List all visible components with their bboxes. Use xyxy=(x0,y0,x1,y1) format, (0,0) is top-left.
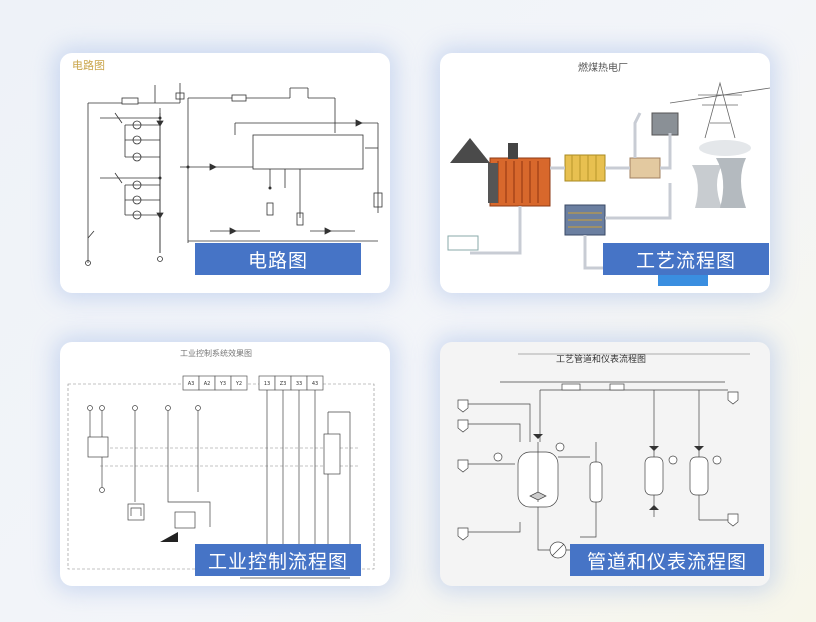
signal-label: 33 xyxy=(296,381,302,387)
signal-label: Y3 xyxy=(219,381,226,387)
circuit-diagram-illustration xyxy=(85,83,383,266)
process-flow-label[interactable]: 工艺流程图 xyxy=(603,243,769,275)
signal-label: Z3 xyxy=(280,381,287,387)
card-inner-title: 燃煤热电厂 xyxy=(578,63,628,74)
signal-label: 13 xyxy=(264,381,270,387)
card-inner-title: 工艺管道和仪表流程图 xyxy=(556,355,647,365)
pid-illustration xyxy=(457,353,750,559)
pid-diagram-label[interactable]: 管道和仪表流程图 xyxy=(570,544,764,576)
signal-label: A3 xyxy=(188,381,195,387)
industrial-control-illustration: A3 A2 Y3 Y2 13 Z3 33 43 xyxy=(67,375,375,579)
signal-label: 43 xyxy=(312,381,318,387)
card-inner-title: 电路图 xyxy=(72,59,105,72)
pid-diagram-card[interactable]: 工艺管道和仪表流程图 管道和仪表流程图 xyxy=(440,342,770,586)
signal-label: Y2 xyxy=(235,381,242,387)
signal-label: A2 xyxy=(204,381,211,387)
industrial-control-label[interactable]: 工业控制流程图 xyxy=(195,544,361,576)
process-flow-card[interactable]: 燃煤热电厂 工艺流程图 xyxy=(440,53,770,293)
industrial-control-card[interactable]: A3 A2 Y3 Y2 13 Z3 33 43 xyxy=(60,342,390,586)
power-plant-illustration xyxy=(447,81,770,286)
circuit-diagram-label[interactable]: 电路图 xyxy=(195,243,361,275)
circuit-diagram-card[interactable]: 电路图 电路图 xyxy=(60,53,390,293)
card-inner-title: 工业控制系统效果图 xyxy=(180,349,252,358)
